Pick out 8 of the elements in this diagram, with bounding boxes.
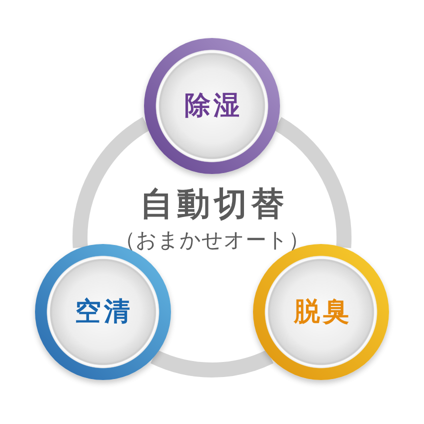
center-title: 自動切替	[139, 185, 288, 222]
mode-label: 脱臭	[292, 298, 352, 325]
mode-label: 除湿	[184, 93, 242, 119]
ring-arc	[150, 350, 274, 378]
ring-arc	[274, 117, 352, 248]
ring-arc	[72, 117, 150, 248]
center-subtitle: （おまかせオート）	[114, 228, 310, 253]
mode-label: 空清	[74, 298, 134, 325]
